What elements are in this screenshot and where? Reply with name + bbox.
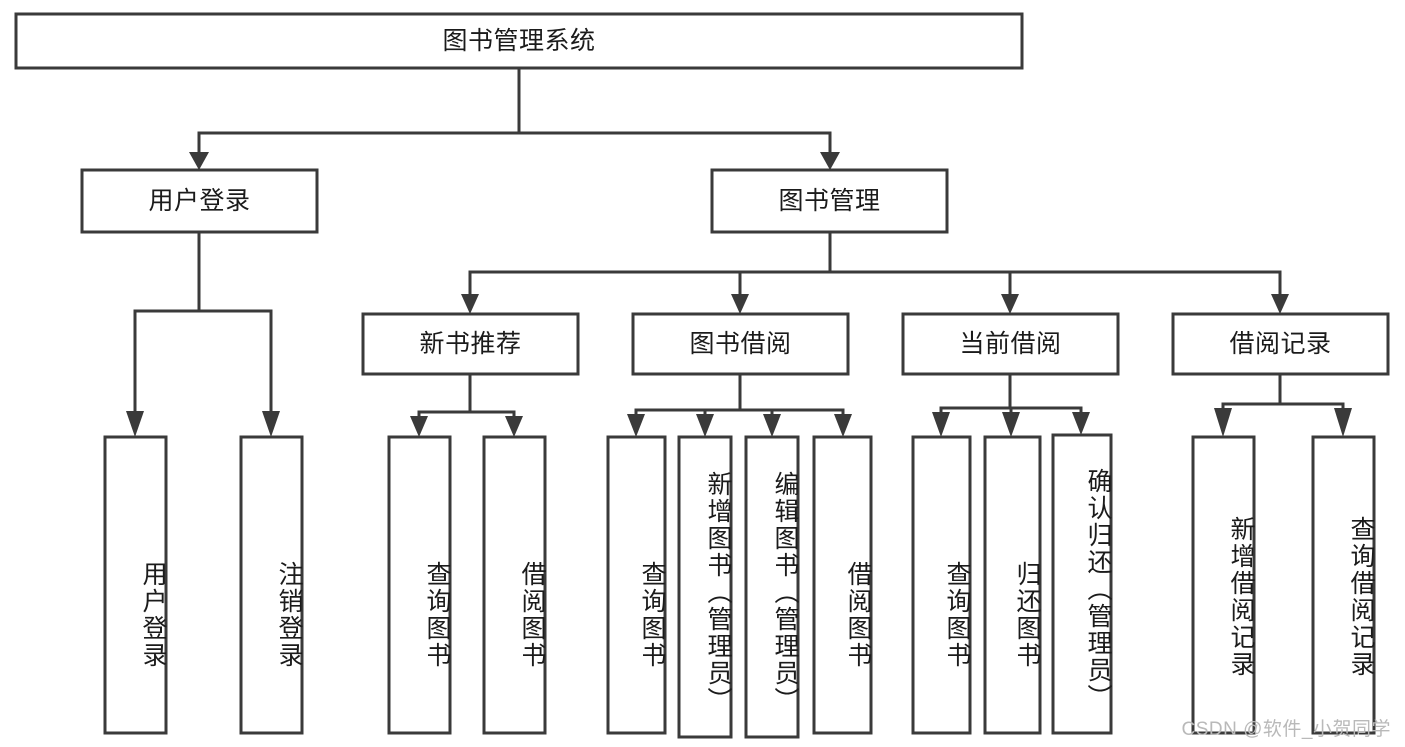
arrowhead-leaf-query-borrow-record [1334,408,1352,437]
node-box-leaf-add-book-admin[interactable] [677,435,733,739]
arrowhead-leaf-borrow-book-1 [505,416,523,437]
node-box-leaf-query-borrow-record[interactable] [1311,435,1376,735]
node-box-leaf-confirm-return-admin[interactable] [1051,433,1113,735]
arrowhead-book-management [820,152,840,170]
node-box-user-login[interactable] [80,168,319,234]
node-box-borrow-record[interactable] [1171,312,1390,376]
arrowhead-leaf-add-borrow-record [1214,408,1232,437]
arrowhead-current-borrow [1001,294,1019,314]
arrowhead-leaf-edit-book-admin [763,414,781,437]
arrowhead-leaf-query-book-2 [627,414,645,437]
node-box-leaf-user-login[interactable] [103,435,168,735]
node-box-leaf-query-book-3[interactable] [911,435,972,735]
node-box-new-book-recommend[interactable] [361,312,580,376]
arrowhead-borrow-record [1271,294,1289,314]
arrowhead-new-book-recommend [461,294,479,314]
node-box-leaf-borrow-book-2[interactable] [812,435,873,735]
arrowhead-leaf-query-book-1 [410,416,428,437]
arrowhead-leaf-add-book-admin [696,414,714,437]
node-box-leaf-add-borrow-record[interactable] [1191,435,1256,735]
node-box-leaf-edit-book-admin[interactable] [744,435,800,739]
node-box-book-borrow[interactable] [631,312,850,376]
arrowhead-leaf-user-login [126,411,144,437]
arrowhead-leaf-return-book [1002,412,1020,437]
node-box-root[interactable] [14,12,1024,70]
arrowhead-leaf-borrow-book-2 [834,414,852,437]
arrowhead-book-borrow [731,294,749,314]
node-box-leaf-query-book-2[interactable] [606,435,667,735]
node-box-leaf-borrow-book-1[interactable] [482,435,547,735]
arrowhead-leaf-query-book-3 [932,412,950,437]
node-box-book-management[interactable] [710,168,949,234]
arrowhead-user-login [189,152,209,170]
node-box-current-borrow[interactable] [901,312,1120,376]
watermark-text: CSDN @软件_小贺同学 [1181,719,1391,740]
node-box-leaf-query-book-1[interactable] [387,435,452,735]
arrowhead-leaf-logout-login [262,411,280,437]
node-box-leaf-logout-login[interactable] [239,435,304,735]
arrowhead-leaf-confirm-return-admin [1072,412,1090,435]
node-box-leaf-return-book[interactable] [983,435,1042,735]
